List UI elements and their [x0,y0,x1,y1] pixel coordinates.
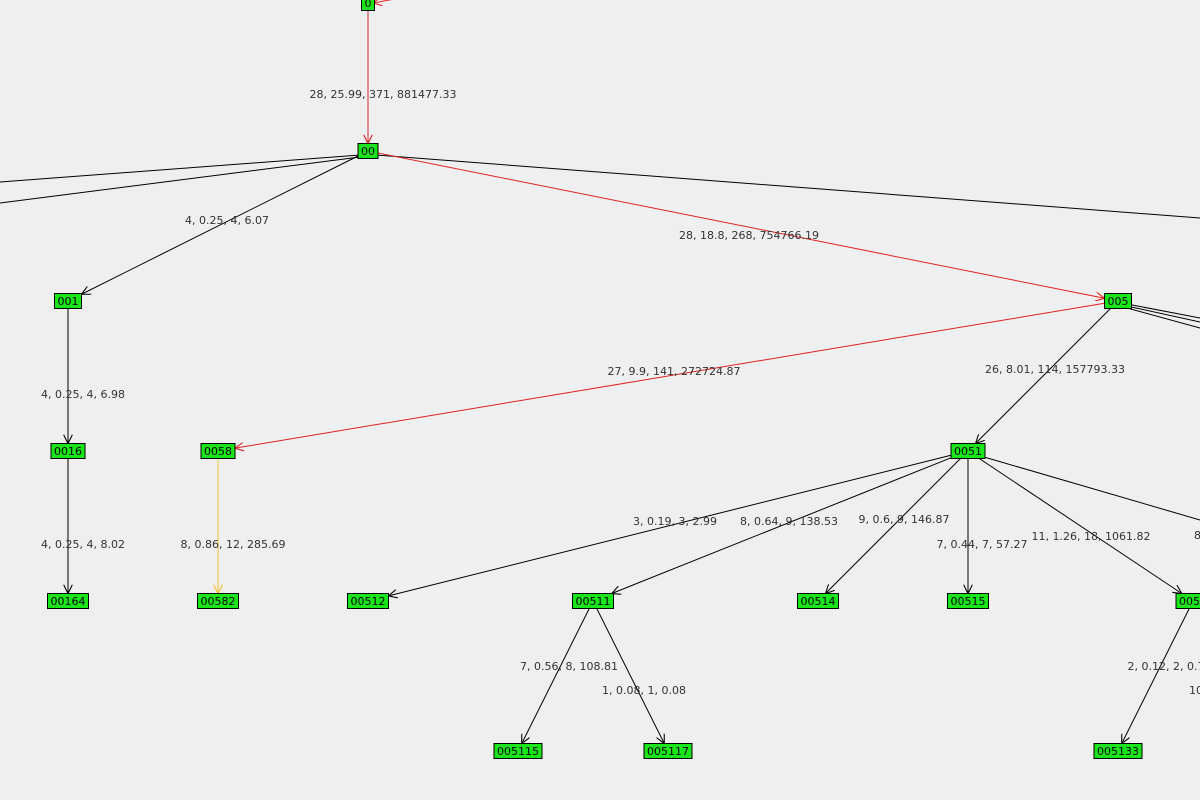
node-label: 00514 [801,595,836,608]
node-box [493,743,543,759]
node-box [50,443,86,459]
tree-node-0058[interactable]: 0058 [200,443,236,459]
offscreen-edge [983,456,1200,521]
node-box [1093,743,1143,759]
edge-label: 3, 0.19, 3, 2.99 [633,515,717,528]
tree-node-001[interactable]: 001 [54,293,82,309]
tree-node-00512[interactable]: 00512 [347,593,389,609]
tree-node-005117[interactable]: 005117 [643,743,693,759]
node-box [950,443,986,459]
edge-005-to-0058 [235,302,1105,448]
edge-0051-to-00513 [978,458,1182,594]
edge-label: 4, 0.25, 4, 8.02 [41,538,125,551]
node-box [1175,593,1200,609]
tree-node-00511[interactable]: 00511 [572,593,614,609]
node-box [1104,293,1132,309]
edge-label: 8, 0.86, 12, 285.69 [181,538,286,551]
clipped-edge-label: 10 [1189,684,1200,697]
offscreen-edge [1126,307,1200,329]
edge-label: 11, 1.26, 18, 1061.82 [1032,530,1151,543]
tree-node-005[interactable]: 005 [1104,293,1132,309]
offscreen-edge [0,156,361,204]
edges-layer [0,0,1200,744]
offscreen-edge [0,154,361,183]
edge-label: 7, 0.44, 7, 57.27 [937,538,1028,551]
edge-label: 9, 0.6, 9, 146.87 [859,513,950,526]
node-box [197,593,239,609]
tree-node-005133[interactable]: 005133 [1093,743,1143,759]
edge-label: 2, 0.12, 2, 0.7 [1128,660,1200,673]
clipped-edge-label: 8 [1194,529,1200,542]
tree-node-00514[interactable]: 00514 [797,593,839,609]
node-label: 001 [58,295,79,308]
node-label: 005133 [1097,745,1139,758]
edge-label: 4, 0.25, 4, 6.98 [41,388,125,401]
edge-label: 27, 9.9, 141, 272724.87 [608,365,741,378]
offscreen-edge [1126,303,1200,319]
node-label: 00512 [351,595,386,608]
node-box [200,443,236,459]
edge-label: 4, 0.25, 4, 6.07 [185,214,269,227]
tree-node-00582[interactable]: 00582 [197,593,239,609]
edge-label: 8, 0.64, 9, 138.53 [740,515,838,528]
node-label: 00582 [201,595,236,608]
node-label: 0051 [954,445,982,458]
node-box [947,593,989,609]
tree-node-00[interactable]: 00 [357,143,379,159]
tree-node-00515[interactable]: 00515 [947,593,989,609]
node-label: 00515 [951,595,986,608]
tree-node-0[interactable]: 0 [361,0,375,11]
edge-00511-to-005115 [522,608,590,744]
node-label: 005117 [647,745,689,758]
edge-labels-layer: 28, 25.99, 371, 881477.33 4, 0.25, 4, 6.0… [41,88,1200,697]
edge-label: 1, 0.08, 1, 0.08 [602,684,686,697]
tree-node-005115[interactable]: 005115 [493,743,543,759]
edge-label: 7, 0.56, 8, 108.81 [520,660,618,673]
edge-00511-to-005117 [596,608,665,744]
node-box [47,593,89,609]
edge-label: 28, 25.99, 371, 881477.33 [310,88,457,101]
offscreen-edge [373,0,392,3]
node-box [797,593,839,609]
node-box [347,593,389,609]
tree-node-00164[interactable]: 00164 [47,593,89,609]
node-box [54,293,82,309]
edge-label: 28, 18.8, 268, 754766.19 [679,229,819,242]
node-box [361,0,375,11]
node-box [572,593,614,609]
tree-node-00513[interactable]: 0051 [1175,593,1200,609]
node-label: 00164 [51,595,86,608]
edge-00-to-001 [82,155,359,294]
node-label: 00511 [576,595,611,608]
node-label: 005115 [497,745,539,758]
offscreen-edge [375,154,1200,219]
node-box [357,143,379,159]
offscreen-edge [1126,305,1200,323]
edge-00513-to-005133 [1122,608,1190,744]
node-box [643,743,693,759]
node-label: 0051 [1179,595,1200,608]
node-label: 0058 [204,445,232,458]
tree-node-0051[interactable]: 0051 [950,443,986,459]
edge-005-to-0051 [976,308,1111,444]
edge-00-to-005 [377,152,1105,298]
tree-node-0016[interactable]: 0016 [50,443,86,459]
edge-label: 26, 8.01, 114, 157793.33 [985,363,1125,376]
node-label: 0 [365,0,372,10]
edge-0051-to-00511 [612,457,952,594]
node-label: 0016 [54,445,82,458]
edge-0051-to-00514 [826,458,961,594]
edge-0051-to-00512 [389,454,952,596]
node-label: 005 [1108,295,1129,308]
node-label: 00 [361,145,375,158]
